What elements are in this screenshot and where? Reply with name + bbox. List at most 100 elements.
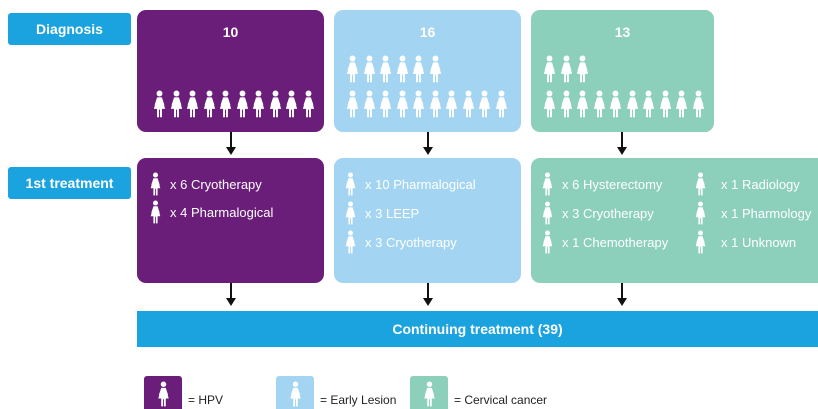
woman-figure-icon [461, 90, 476, 118]
hpv-diagnosis-panel: 10 [137, 10, 324, 132]
early-lesion-treatment-panel: x 10 Pharmalogical x 3 LEEP x 3 Cryother… [334, 158, 521, 283]
woman-figure-icon [559, 90, 574, 118]
woman-figure-icon [658, 90, 673, 118]
cervical-cancer-treatment-panel: x 6 Hysterectomy x 3 Cryotherapy x 1 Che… [531, 158, 818, 283]
early-lesion-diagnosis-panel: 16 [334, 10, 521, 132]
woman-figure-icon [378, 90, 393, 118]
woman-figure-icon [428, 55, 443, 83]
woman-figure-icon [344, 230, 357, 254]
woman-figure-icon [541, 230, 554, 254]
woman-figure-icon [575, 90, 590, 118]
woman-figure-icon [541, 172, 554, 196]
woman-figure-icon [592, 90, 607, 118]
treatment-name: Chemotherapy [582, 234, 669, 250]
treatment-item: x 6 Cryotherapy [149, 172, 262, 196]
woman-figure-icon [542, 90, 557, 118]
woman-figure-icon [378, 55, 393, 83]
woman-figure-icon [301, 90, 316, 118]
continuing-treatment-bar: Continuing treatment (39) [137, 311, 818, 347]
early-lesion-count: 16 [419, 24, 436, 40]
treatment-item: x 3 Cryotherapy [344, 230, 457, 254]
legend-swatch-early-lesion [276, 376, 314, 409]
first-treatment-label: 1st treatment [8, 167, 131, 199]
treatment-qty: x 6 [562, 176, 580, 192]
legend-label-hpv: = HPV [188, 393, 224, 407]
treatment-name: Pharmalogical [190, 204, 274, 220]
treatment-name: Cryotherapy [190, 176, 262, 192]
treatment-item: x 10 Pharmalogical [344, 172, 476, 196]
woman-figure-icon [541, 201, 554, 225]
woman-figure-icon [345, 90, 360, 118]
woman-figure-icon [674, 90, 689, 118]
hpv-treatment-panel: x 6 Cryotherapy x 4 Pharmalogical [137, 158, 324, 283]
treatment-qty: x 1 [721, 205, 739, 221]
woman-figure-icon [185, 90, 200, 118]
diagnosis-label-text: Diagnosis [36, 21, 103, 37]
treatment-name: Cryotherapy [385, 234, 457, 250]
treatment-name: LEEP [385, 205, 420, 221]
legend-swatch-cervical-cancer [410, 376, 448, 409]
woman-figure-icon [218, 90, 233, 118]
woman-figure-icon [362, 90, 377, 118]
down-arrow-icon [617, 132, 627, 155]
woman-figure-icon [625, 90, 640, 118]
early-lesion-figure-row-top [345, 55, 444, 83]
treatment-qty: x 1 [721, 234, 739, 250]
woman-figure-icon [444, 90, 459, 118]
treatment-item: x 1 Pharmology [694, 201, 811, 225]
woman-figure-icon [169, 90, 184, 118]
woman-figure-icon [344, 201, 357, 225]
treatment-item: x 3 LEEP [344, 201, 419, 225]
first-treatment-label-text: 1st treatment [25, 175, 114, 191]
woman-figure-icon [428, 90, 443, 118]
early-lesion-figure-row-bottom [345, 90, 510, 118]
woman-figure-icon [202, 90, 217, 118]
treatment-qty: x 1 [721, 176, 739, 192]
treatment-name: Cryotherapy [582, 205, 654, 221]
woman-figure-icon [694, 230, 707, 254]
treatment-name: Unknown [741, 234, 797, 250]
treatment-name: Hysterectomy [582, 176, 663, 192]
woman-figure-icon [149, 172, 162, 196]
woman-figure-icon [411, 90, 426, 118]
treatment-item: x 6 Hysterectomy [541, 172, 662, 196]
treatment-item: x 4 Pharmalogical [149, 200, 273, 224]
woman-figure-icon [395, 90, 410, 118]
legend-label-cervical-cancer: = Cervical cancer [454, 393, 548, 407]
woman-figure-icon [691, 90, 706, 118]
continuing-treatment-text: Continuing treatment (39) [392, 321, 563, 337]
woman-figure-icon [235, 90, 250, 118]
woman-figure-icon [477, 90, 492, 118]
treatment-qty: x 10 [365, 176, 390, 192]
cervical-cancer-diagnosis-panel: 13 [531, 10, 714, 132]
cervical-cancer-figure-row-top [542, 55, 592, 83]
woman-figure-icon [411, 55, 426, 83]
woman-figure-icon [542, 55, 557, 83]
woman-figure-icon [289, 381, 302, 407]
woman-figure-icon [344, 172, 357, 196]
hpv-count: 10 [222, 24, 239, 40]
treatment-name: Radiology [741, 176, 800, 192]
treatment-qty: x 3 [365, 205, 383, 221]
down-arrow-icon [617, 283, 627, 306]
woman-figure-icon [362, 55, 377, 83]
woman-figure-icon [559, 55, 574, 83]
woman-figure-icon [608, 90, 623, 118]
woman-figure-icon [395, 55, 410, 83]
treatment-item: x 1 Radiology [694, 172, 800, 196]
cervical-cancer-count: 13 [614, 24, 631, 40]
woman-figure-icon [157, 381, 170, 407]
woman-figure-icon [268, 90, 283, 118]
hpv-figure-row [152, 90, 317, 118]
woman-figure-icon [251, 90, 266, 118]
woman-figure-icon [345, 55, 360, 83]
woman-figure-icon [575, 55, 590, 83]
woman-figure-icon [694, 172, 707, 196]
woman-figure-icon [149, 200, 162, 224]
treatment-item: x 1 Chemotherapy [541, 230, 668, 254]
treatment-name: Pharmalogical [393, 176, 476, 192]
down-arrow-icon [226, 283, 236, 306]
woman-figure-icon [284, 90, 299, 118]
treatment-qty: x 4 [170, 204, 188, 220]
legend-label-early-lesion: = Early Lesion [320, 393, 397, 407]
